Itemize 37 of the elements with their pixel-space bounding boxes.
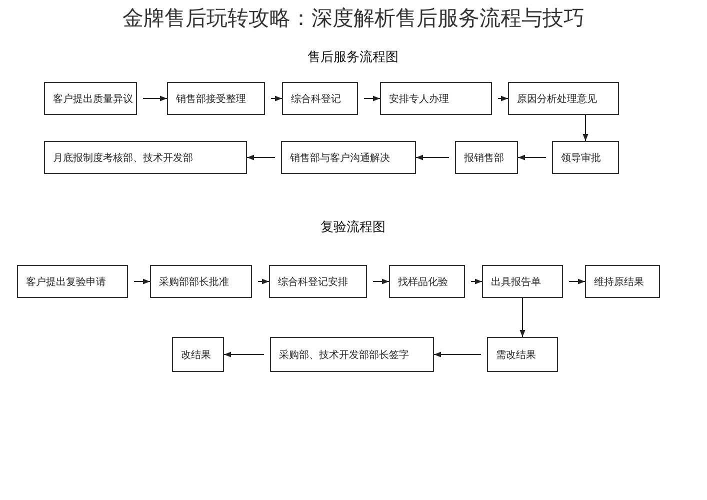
arrow [258, 278, 270, 284]
arrow [134, 278, 150, 284]
arrow [416, 154, 450, 160]
section-heading: 复验流程图 [320, 219, 386, 236]
process-box: 综合科登记安排 [269, 265, 367, 298]
process-box: 销售部与客户沟通解决 [281, 141, 416, 174]
page-title: 金牌售后玩转攻略：深度解析售后服务流程与技巧 [122, 5, 586, 32]
arrow [568, 278, 586, 284]
process-box: 采购部部长批准 [150, 265, 252, 298]
arrow [470, 278, 482, 284]
section-heading: 售后服务流程图 [308, 49, 398, 66]
process-box: 综合科登记 [282, 82, 358, 115]
process-box: 客户提出复验申请 [17, 265, 128, 298]
arrow [498, 96, 508, 102]
process-box: 报销售部 [455, 141, 518, 174]
process-box: 月底报制度考核部、技术开发部 [44, 141, 247, 174]
process-box: 需改结果 [487, 337, 558, 372]
process-box: 安排专人办理 [380, 82, 492, 115]
process-box: 领导审批 [552, 141, 619, 174]
arrow [246, 154, 276, 160]
arrow [224, 352, 264, 358]
process-box: 维持原结果 [585, 265, 660, 298]
process-box: 客户提出质量异议 [44, 82, 137, 115]
arrow [434, 352, 482, 358]
arrow [372, 278, 390, 284]
arrow [520, 298, 526, 338]
process-box: 出具报告单 [482, 265, 563, 298]
process-box: 采购部、技术开发部部长签字 [270, 337, 434, 372]
process-box: 销售部接受整理 [167, 82, 265, 115]
arrow [518, 154, 546, 160]
process-box: 改结果 [172, 337, 224, 372]
process-box: 找样品化验 [389, 265, 465, 298]
arrow [270, 96, 282, 102]
arrow [142, 96, 168, 102]
arrow [582, 114, 588, 142]
process-box: 原因分析处理意见 [508, 82, 619, 115]
arrow [364, 96, 380, 102]
